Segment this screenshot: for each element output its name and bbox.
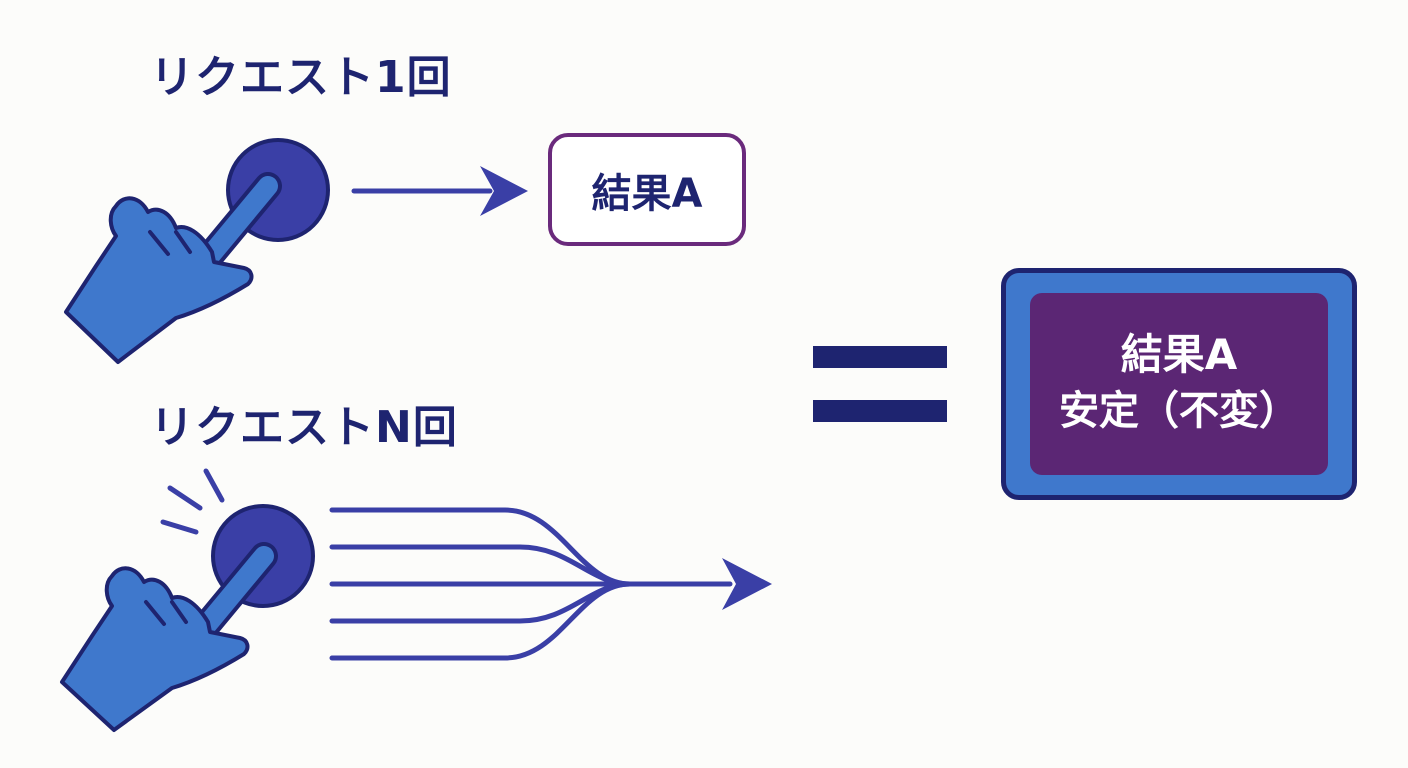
tap-burst-icon [160,468,225,535]
equals-icon [813,346,947,422]
stable-result-inner: 結果A 安定（不変） [1030,293,1328,475]
stable-result-box: 結果A 安定（不変） [1001,268,1357,500]
single-hand-icon [64,172,282,364]
multi-hand-icon [60,542,278,732]
stable-status-text: 安定（不変） [1059,388,1299,435]
multi-request-label: リクエストN回 [150,402,458,453]
single-request-label: リクエスト1回 [150,52,452,103]
single-result-box: 結果A [548,133,746,246]
single-arrow-icon [351,166,528,216]
converging-arrow-head-icon [722,558,772,610]
converging-arrows-icon [329,507,733,661]
single-result-text: 結果A [591,170,703,217]
stable-result-text: 結果A [1120,329,1238,379]
